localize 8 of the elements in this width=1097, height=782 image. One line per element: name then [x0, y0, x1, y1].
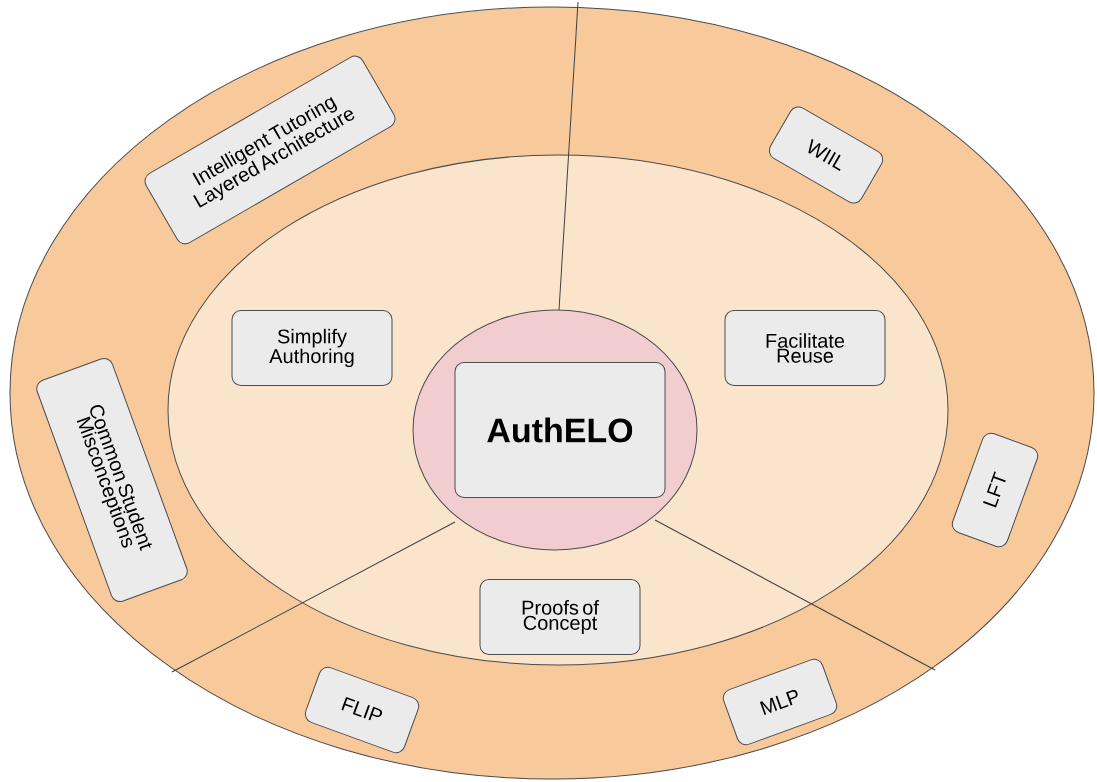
label-box: LFT [951, 432, 1039, 548]
label-box: WIIL [768, 106, 884, 204]
label-box: AuthELO [454, 362, 666, 498]
label-box: MLP [722, 658, 838, 746]
label-box: Simplify Authoring [231, 310, 393, 386]
label-box: FLIP [304, 666, 420, 754]
label-box: Facilitate Reuse [724, 310, 886, 386]
label-box: Proofs of Concept [479, 579, 641, 655]
